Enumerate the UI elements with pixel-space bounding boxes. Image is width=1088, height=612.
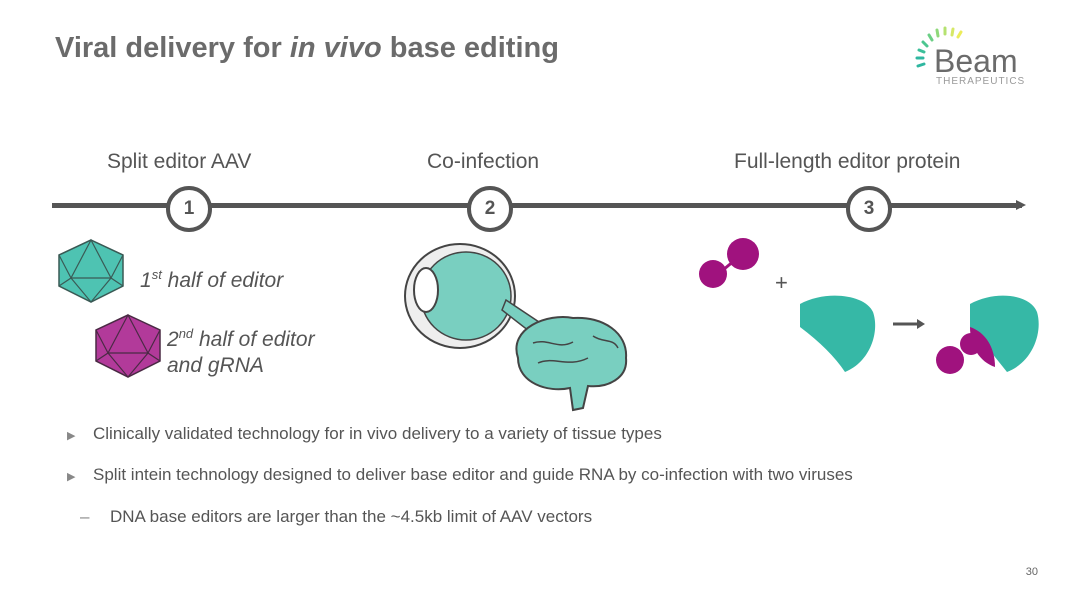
bullet-1: ▶Clinically validated technology for in … [67, 424, 662, 443]
step-circle-1: 1 [166, 186, 212, 232]
aav-magenta-icon [95, 313, 161, 378]
slide-title: Viral delivery for in vivo base editing [55, 32, 559, 64]
full-length-editor-icon [970, 295, 1039, 372]
eye-icon [404, 243, 550, 349]
timeline-arrow-icon [1016, 200, 1026, 210]
eye-brain-illustration [404, 243, 628, 412]
step-label-1: Split editor AAV [107, 150, 252, 173]
bullet-marker-icon: ▶ [67, 471, 76, 483]
step-label-3: Full-length editor protein [734, 150, 961, 173]
editor-half-teal-icon [800, 295, 876, 372]
sunburst-icon: Beam THERAPEUTICS [915, 26, 1025, 87]
protein-assembly-illustration: + [699, 238, 1039, 374]
subbullet-1: –DNA base editors are larger than the ~4… [80, 507, 593, 526]
svg-text:THERAPEUTICS: THERAPEUTICS [936, 76, 1025, 87]
aav-first-label: 1st half of editor [140, 267, 284, 292]
step-circle-3: 3 [846, 186, 892, 232]
bullet-2: ▶Split intein technology designed to del… [67, 465, 853, 484]
editor-half-magenta-icon [699, 238, 759, 288]
page-number: 30 [1025, 566, 1038, 578]
aav-teal-icon [58, 238, 124, 303]
timeline-line [52, 203, 1022, 208]
step-label-2: Co-infection [427, 150, 540, 173]
bullet-marker-icon: ▶ [67, 430, 76, 442]
brain-icon [515, 316, 628, 412]
plus-sign: + [775, 270, 788, 295]
beam-logo: Beam THERAPEUTICS [912, 22, 1042, 90]
step-circle-2: 2 [467, 186, 513, 232]
svg-text:Beam: Beam [934, 43, 1018, 79]
